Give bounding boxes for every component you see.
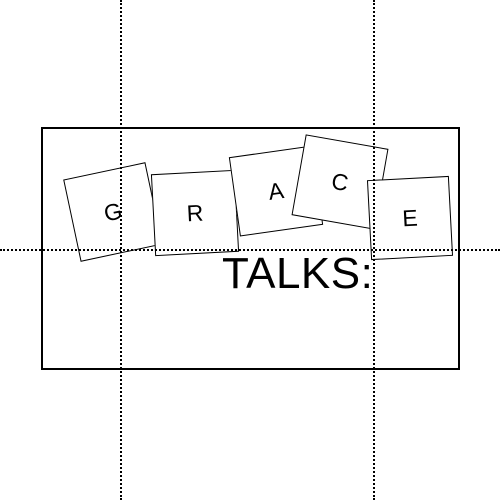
letter-tile-g: G [63,162,163,262]
letter-tile-r: R [150,169,240,257]
letter-c: C [329,167,351,196]
letter-a: A [266,176,286,205]
title-frame [41,127,460,370]
letter-e: E [401,204,419,231]
headline-text: TALKS: [222,249,374,298]
letter-tile-e: E [366,175,454,261]
guide-line-horizontal [0,249,500,251]
letter-r: R [185,199,204,226]
